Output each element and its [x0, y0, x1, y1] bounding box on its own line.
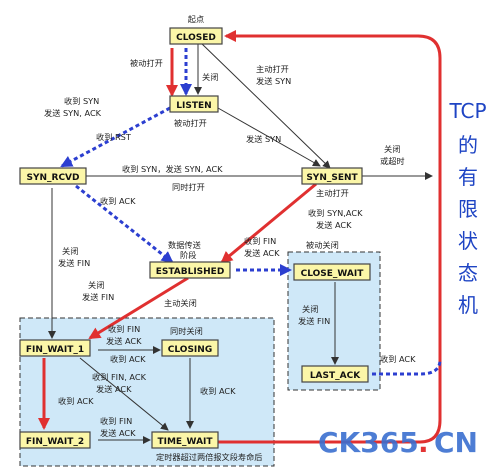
- label-recv-ack: 收到 ACK: [100, 196, 136, 206]
- state-fin-wait-2: FIN_WAIT_2: [19, 431, 91, 449]
- state-time-wait: TIME_WAIT: [151, 431, 219, 449]
- state-closing: CLOSING: [161, 339, 219, 357]
- label-passive-open: 被动打开: [130, 58, 163, 68]
- label-recv-syn: 收到 SYN: [64, 96, 99, 106]
- label-recv-rst: 收到 RST: [96, 132, 132, 142]
- arrow-established-finwait1: [88, 276, 189, 340]
- label-send-syn: 发送 SYN: [256, 76, 291, 86]
- side-title-cn-0: 的: [458, 133, 478, 157]
- arrow-synsent-established: [220, 182, 317, 264]
- label-passive-open-2: 被动打开: [174, 118, 207, 128]
- arrow-listen-synsent: [217, 107, 321, 167]
- state-syn-rcvd: SYN_RCVD: [19, 167, 87, 185]
- arrow-lastack-closed: [372, 359, 442, 376]
- label-send-ack-5: 发送 ACK: [100, 428, 136, 438]
- label-simul-open: 同时打开: [172, 182, 205, 192]
- side-title-cn-4: 态: [458, 261, 478, 285]
- side-title-cn-5: 机: [458, 293, 478, 317]
- label-active-open: 主动打开: [256, 64, 289, 74]
- label-send-fin: 发送 FIN: [58, 258, 90, 268]
- arrow-closed-synsent: [199, 41, 331, 169]
- label-recv-ack-5: 收到 ACK: [380, 354, 416, 364]
- arrow-finwait1-timewait: [79, 357, 169, 431]
- label-close-2: 关闭: [384, 144, 400, 154]
- svg-text:SYN_SENT: SYN_SENT: [306, 173, 358, 183]
- label-recv-fin-ack: 收到 FIN, ACK: [92, 372, 147, 382]
- side-title-cn-2: 限: [458, 197, 478, 221]
- label-send-syn-ack: 发送 SYN, ACK: [44, 108, 102, 118]
- label-recv-ack-3: 收到 ACK: [58, 396, 94, 406]
- label-recv-fin-3: 收到 FIN: [100, 416, 132, 426]
- label-close-5: 关闭: [302, 304, 318, 314]
- label-simul-close: 同时关闭: [170, 326, 203, 336]
- arrow-timewait-closed: [215, 30, 442, 444]
- label-send-fin-2: 发送 FIN: [82, 292, 114, 302]
- svg-text:FIN_WAIT_2: FIN_WAIT_2: [26, 437, 84, 447]
- state-established: ESTABLISHED: [149, 261, 231, 279]
- side-title: TCP 的 有 限 状 态 机: [448, 99, 486, 317]
- svg-text:ESTABLISHED: ESTABLISHED: [156, 267, 225, 277]
- label-send-ack: 发送 ACK: [316, 220, 352, 230]
- svg-text:SYN_RCVD: SYN_RCVD: [26, 173, 79, 183]
- svg-text:TIME_WAIT: TIME_WAIT: [157, 437, 213, 447]
- state-fin-wait-1: FIN_WAIT_1: [19, 339, 91, 357]
- side-title-en: TCP: [448, 99, 486, 123]
- label-active-open-2: 主动打开: [316, 188, 349, 198]
- state-syn-sent: SYN_SENT: [301, 167, 363, 185]
- svg-text:LISTEN: LISTEN: [176, 101, 211, 111]
- label-close-3: 关闭: [62, 246, 78, 256]
- start-label: 起点: [188, 14, 204, 24]
- side-title-cn-1: 有: [458, 165, 478, 189]
- label-send-ack-2: 发送 ACK: [244, 248, 280, 258]
- label-data-transfer-2: 阶段: [180, 250, 196, 260]
- svg-text:CLOSING: CLOSING: [168, 345, 212, 355]
- state-listen: LISTEN: [169, 95, 219, 113]
- state-last-ack: LAST_ACK: [301, 365, 369, 383]
- transition-labels: 被动打开 关闭 主动打开 发送 SYN 收到 SYN 发送 SYN, ACK 被…: [44, 58, 416, 462]
- svg-text:CLOSED: CLOSED: [176, 33, 216, 43]
- state-closed: CLOSED: [169, 27, 223, 45]
- label-or-timeout: 或超时: [380, 156, 405, 166]
- svg-text:FIN_WAIT_1: FIN_WAIT_1: [26, 345, 84, 355]
- label-active-close: 主动关闭: [164, 298, 197, 308]
- label-close-4: 关闭: [88, 280, 104, 290]
- label-data-transfer: 数据传送: [168, 240, 201, 250]
- label-recv-fin-2: 收到 FIN: [108, 324, 140, 334]
- label-passive-close: 被动关闭: [306, 240, 339, 250]
- svg-text:LAST_ACK: LAST_ACK: [310, 371, 361, 381]
- watermark: CK365 . CN: [318, 426, 478, 459]
- label-timer-note: 定时器超过两倍报文段寿命后: [156, 452, 262, 462]
- watermark-dot: .: [418, 426, 429, 459]
- label-recv-synack: 收到 SYN,ACK: [308, 208, 363, 218]
- label-send-ack-4: 发送 ACK: [96, 384, 132, 394]
- watermark-cn: CN: [434, 426, 478, 459]
- label-send-syn-2: 发送 SYN: [246, 134, 281, 144]
- label-send-fin-3: 发送 FIN: [298, 316, 330, 326]
- label-recv-fin: 收到 FIN: [244, 236, 276, 246]
- side-title-cn-3: 状: [458, 229, 478, 253]
- label-send-ack-3: 发送 ACK: [106, 336, 142, 346]
- label-close-1: 关闭: [202, 72, 218, 82]
- state-close-wait: CLOSE_WAIT: [293, 263, 371, 281]
- label-simul-syn: 收到 SYN，发送 SYN, ACK: [122, 164, 223, 174]
- svg-text:CLOSE_WAIT: CLOSE_WAIT: [301, 269, 365, 279]
- watermark-ck365: CK365: [318, 426, 419, 459]
- label-recv-ack-4: 收到 ACK: [200, 386, 236, 396]
- label-recv-ack-2: 收到 ACK: [110, 354, 146, 364]
